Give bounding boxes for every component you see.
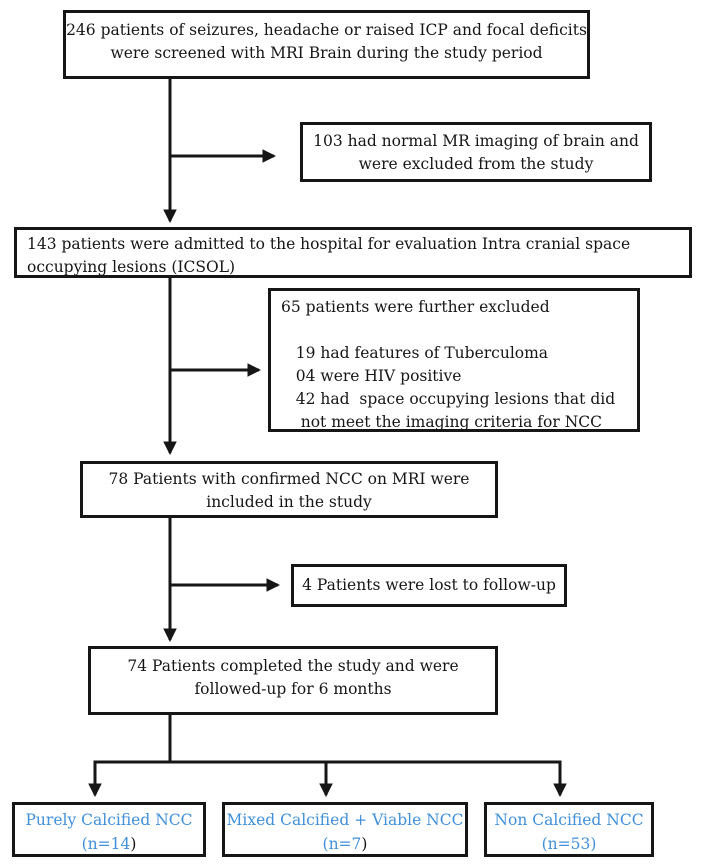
box-further-excluded: 65 patients were further excluded 19 had… [268,288,640,432]
box-outcome-purely-calcified: Purely Calcified NCC (n=14) [12,802,206,857]
box-confirmed-ncc-text: 78 Patients with confirmed NCC on MRI we… [108,470,470,511]
box-normal-mri-excluded: 103 had normal MR imaging of brain and w… [300,122,652,182]
box-admitted: 143 patients were admitted to the hospit… [14,227,692,278]
outcome-count: (n=53) [541,835,597,853]
outcome-count: (n=7) [322,835,368,853]
box-outcome-mixed-calcified: Mixed Calcified + Viable NCC (n=7) [222,802,468,857]
outcome-label: Mixed Calcified + Viable NCC [226,811,464,829]
box-outcome-non-calcified: Non Calcified NCC (n=53) [484,802,654,857]
box-further-excluded-text: 65 patients were further excluded 19 had… [281,298,616,431]
box-completed-text: 74 Patients completed the study and were… [127,657,459,698]
outcome-label: Non Calcified NCC [494,811,644,829]
outcome-label: Purely Calcified NCC [25,811,193,829]
box-lost-followup-text: 4 Patients were lost to follow-up [302,576,556,594]
box-lost-followup: 4 Patients were lost to follow-up [291,564,567,607]
box-screened: 246 patients of seizures, headache or ra… [63,10,590,79]
box-confirmed-ncc: 78 Patients with confirmed NCC on MRI we… [80,461,498,518]
box-completed: 74 Patients completed the study and were… [88,646,498,715]
box-screened-text: 246 patients of seizures, headache or ra… [66,21,587,62]
box-admitted-text: 143 patients were admitted to the hospit… [27,235,631,276]
outcome-count: (n=14) [81,835,137,853]
box-normal-mri-excluded-text: 103 had normal MR imaging of brain and w… [313,132,639,173]
